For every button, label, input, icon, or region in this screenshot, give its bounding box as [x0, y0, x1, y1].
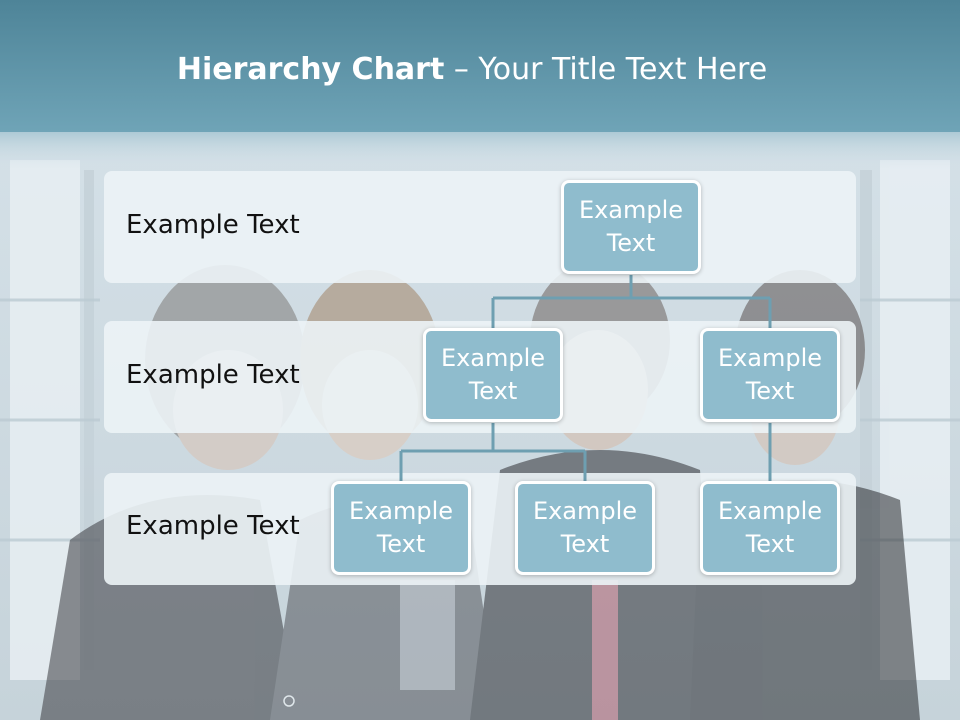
node-root-text: Example Text — [578, 196, 684, 257]
node-level3-a[interactable]: Example Text — [331, 481, 471, 575]
node-level2-right[interactable]: Example Text — [700, 328, 840, 422]
node-level2-left[interactable]: Example Text — [423, 328, 563, 422]
connector-left-to-level3 — [399, 423, 587, 481]
level-label-3: Example Text — [126, 511, 300, 541]
title-bold: Hierarchy Chart — [176, 52, 445, 87]
level-label-2: Example Text — [126, 360, 300, 390]
level-band-1 — [104, 171, 856, 283]
node-level3-b-text: Example Text — [532, 497, 638, 558]
connector-root-to-level2 — [491, 275, 772, 328]
node-root[interactable]: Example Text — [561, 180, 701, 274]
slide-title: Hierarchy Chart – Your Title Text Here — [0, 52, 944, 87]
level-label-1: Example Text — [126, 210, 300, 240]
title-rest: – Your Title Text Here — [444, 52, 768, 87]
node-level3-c-text: Example Text — [717, 497, 823, 558]
node-level3-c[interactable]: Example Text — [700, 481, 840, 575]
node-level2-right-text: Example Text — [717, 344, 823, 405]
node-level3-a-text: Example Text — [348, 497, 454, 558]
node-level3-b[interactable]: Example Text — [515, 481, 655, 575]
node-level2-left-text: Example Text — [440, 344, 546, 405]
